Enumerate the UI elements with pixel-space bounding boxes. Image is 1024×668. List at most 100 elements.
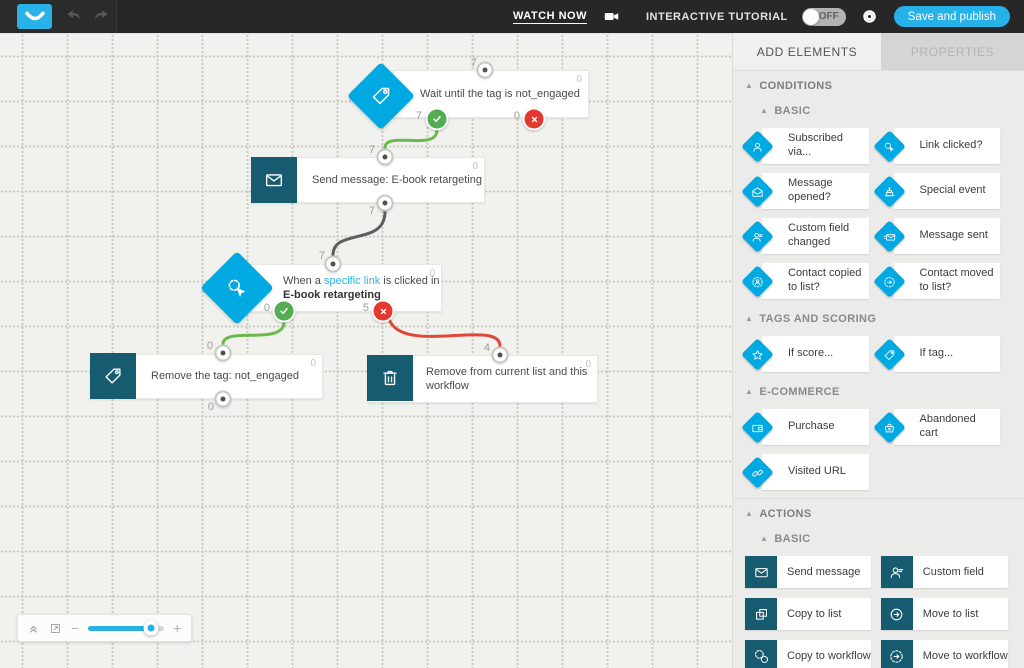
gear-person-icon: [741, 264, 774, 298]
settings-button[interactable]: [860, 7, 880, 27]
output-port[interactable]: [376, 194, 394, 212]
yes-port-check[interactable]: [425, 107, 449, 131]
x-icon: [528, 113, 540, 125]
node-counter-badge: 0: [472, 161, 478, 172]
zoom-slider-handle[interactable]: [143, 620, 159, 636]
zoom-out-button[interactable]: −: [71, 620, 80, 636]
collapse-panel-button[interactable]: [27, 622, 40, 635]
gears-icon: [745, 640, 777, 668]
tag-icon: [369, 84, 393, 108]
input-port[interactable]: [324, 255, 342, 273]
link-icon: [741, 455, 774, 489]
element-purchase[interactable]: Purchase: [741, 409, 869, 445]
input-port[interactable]: [214, 344, 232, 362]
subsection-header-tags-scoring[interactable]: ▲TAGS AND SCORING: [745, 313, 877, 325]
element-special-event[interactable]: Special event: [872, 173, 1000, 209]
node-title: Remove the tag: not_engaged: [151, 370, 300, 383]
ecommerce-grid: Purchase Abandoned cart Visited URL: [741, 409, 1000, 490]
element-send-message[interactable]: Send message: [745, 556, 871, 588]
tag-icon: [102, 365, 124, 387]
node-title: Remove from current list and this workfl…: [426, 365, 588, 392]
wire-count: 7: [368, 205, 375, 217]
tag-icon: [872, 337, 906, 371]
redo-button[interactable]: [90, 7, 110, 27]
save-and-publish-button[interactable]: Save and publish: [893, 6, 1010, 27]
zoom-slider[interactable]: [88, 620, 165, 636]
no-port-x[interactable]: [371, 299, 395, 323]
element-contact-copied[interactable]: Contact copied to list?: [741, 263, 869, 299]
tab-add-elements[interactable]: ADD ELEMENTS: [733, 33, 881, 70]
subsection-header-actions-basic[interactable]: ▲BASIC: [760, 533, 811, 545]
person-edit-icon: [741, 219, 774, 253]
circle-arrow-icon: [880, 598, 913, 630]
wire-count: 7: [470, 57, 477, 69]
subsection-header-basic[interactable]: ▲BASIC: [760, 105, 811, 117]
node-title: Send message: E-book retargeting: [312, 173, 482, 186]
connection-yes-linkclicked-to-removetag: [221, 320, 286, 346]
node-wait-until-tag[interactable]: 0 Wait until the tag is not_engaged: [393, 70, 589, 118]
element-copy-to-workflow[interactable]: Copy to workflow: [745, 640, 871, 668]
node-remove-tag-icon[interactable]: [90, 353, 136, 399]
specific-link-text[interactable]: specific link: [323, 274, 381, 287]
section-header-actions[interactable]: ▲ACTIONS: [733, 498, 1024, 527]
node-counter-badge: 0: [310, 358, 316, 369]
fit-screen-icon: [49, 622, 62, 635]
output-port[interactable]: [214, 390, 232, 408]
redo-icon: [91, 7, 110, 26]
subsection-header-ecommerce[interactable]: ▲E-COMMERCE: [745, 386, 840, 398]
logo-smile-icon: [22, 7, 48, 26]
collapse-chevrons-icon: [27, 622, 40, 635]
yes-port-check[interactable]: [272, 299, 296, 323]
toggle-state-label: OFF: [818, 11, 839, 22]
link-clicked-icon: [224, 275, 250, 301]
element-visited-url[interactable]: Visited URL: [741, 454, 869, 490]
node-counter-badge: 0: [576, 74, 582, 85]
node-title: When a specific link is clicked in E-boo…: [283, 274, 440, 301]
interactive-tutorial-label: INTERACTIVE TUTORIAL: [645, 10, 788, 23]
app-logo[interactable]: [17, 4, 52, 29]
video-camera-icon[interactable]: [601, 8, 622, 25]
undo-icon: [65, 7, 84, 26]
element-link-clicked[interactable]: Link clicked?: [872, 128, 1000, 164]
collapse-triangle-icon: ▲: [745, 509, 754, 518]
element-move-to-list[interactable]: Move to list: [880, 598, 1008, 630]
element-custom-field-changed[interactable]: Custom field changed: [741, 218, 869, 254]
tutorial-toggle[interactable]: OFF: [801, 7, 846, 26]
wire-count: 7: [415, 110, 422, 122]
envelope-fast-icon: [872, 219, 906, 253]
wire-count: 7: [368, 144, 375, 156]
no-port-x[interactable]: [522, 107, 546, 131]
copy-icon: [745, 598, 777, 630]
element-if-score[interactable]: If score...: [741, 336, 869, 372]
input-port[interactable]: [376, 148, 394, 166]
collapse-triangle-icon: ▲: [745, 387, 754, 396]
element-move-to-workflow[interactable]: Move to workflow: [880, 640, 1008, 668]
zoom-in-button[interactable]: +: [173, 620, 182, 636]
gear-arrow-icon: [880, 640, 913, 668]
fit-to-screen-button[interactable]: [49, 622, 62, 635]
element-message-opened[interactable]: Message opened?: [741, 173, 869, 209]
element-if-tag[interactable]: If tag...: [872, 336, 1000, 372]
input-port[interactable]: [476, 61, 494, 79]
collapse-triangle-icon: ▲: [760, 106, 769, 115]
gear-arrow-icon: [872, 264, 906, 298]
element-abandoned-cart[interactable]: Abandoned cart: [872, 409, 1000, 445]
undo-button[interactable]: [64, 7, 84, 27]
zoom-slider-fill: [88, 625, 156, 631]
toggle-knob[interactable]: [802, 8, 819, 25]
section-header-conditions[interactable]: ▲CONDITIONS: [733, 70, 1024, 99]
input-port[interactable]: [491, 346, 509, 364]
tab-properties[interactable]: PROPERTIES: [881, 33, 1024, 70]
node-remove-contact-icon[interactable]: [367, 355, 413, 401]
envelope-icon: [745, 556, 777, 588]
element-custom-field[interactable]: Custom field: [880, 556, 1008, 588]
node-counter-badge: 0: [429, 268, 435, 279]
wire-count: 0: [207, 401, 214, 413]
element-message-sent[interactable]: Message sent: [872, 218, 1000, 254]
connection-yes-wait-to-send: [383, 128, 439, 150]
element-subscribed-via[interactable]: Subscribed via...: [741, 128, 869, 164]
element-contact-moved[interactable]: Contact moved to list?: [872, 263, 1000, 299]
watch-now-link[interactable]: WATCH NOW: [513, 9, 587, 24]
element-copy-to-list[interactable]: Copy to list: [745, 598, 871, 630]
node-send-message-icon[interactable]: [251, 157, 297, 203]
